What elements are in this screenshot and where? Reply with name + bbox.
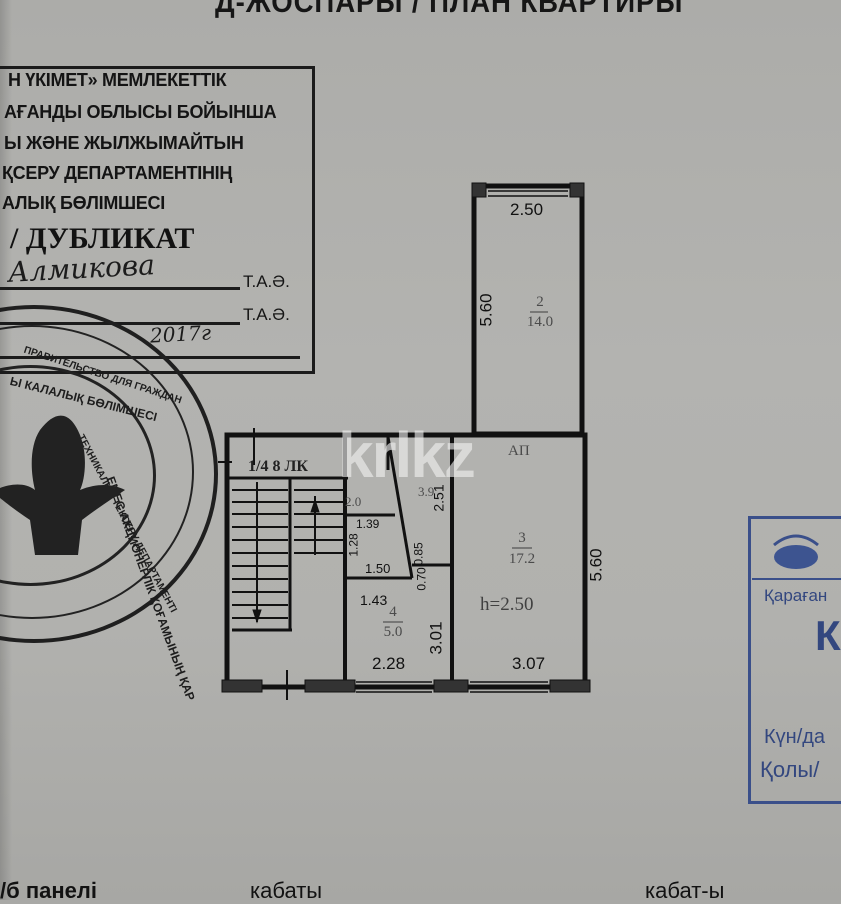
room-5-area: 3.9 xyxy=(418,484,435,499)
tulip-emblem-icon xyxy=(0,415,125,555)
blue-stamp-line-2: К xyxy=(815,612,841,659)
blue-registration-stamp xyxy=(748,516,841,804)
room-6-top-dim: 1.39 xyxy=(356,517,380,531)
signature-line-2 xyxy=(0,322,240,325)
blue-stamp-line-3: Күн/да xyxy=(764,726,826,748)
blue-stamp-line-4: Қолы/ xyxy=(760,757,820,782)
blue-stamp-divider xyxy=(752,578,841,580)
signature-line-1 xyxy=(0,287,240,290)
room-3-area: 17.2 xyxy=(508,551,536,567)
door-width-dim: 0.70 xyxy=(414,567,429,591)
document-title: Д-ЖОСПАРЫ / ПЛАН КВАРТИРЫ xyxy=(215,0,684,19)
ceiling-height-label: h=2.50 xyxy=(480,594,534,615)
room-2-length-dim: 5.60 xyxy=(476,293,496,327)
tao-label-2: Т.А.Ә. xyxy=(243,305,290,324)
stamp-line-3: Ы ЖӘНЕ ЖЫЛЖЫМАЙТЫН xyxy=(4,133,244,153)
footer-floor-label: кабаты xyxy=(250,878,323,903)
site-watermark: krlkz xyxy=(338,419,476,491)
room-4-length-dim: 3.01 xyxy=(426,621,446,655)
blue-stamp-logo-icon xyxy=(773,534,819,569)
room-4-left-dim: 1.43 xyxy=(360,592,388,608)
room-5-extra-dim: 0.85 xyxy=(411,542,426,566)
room-4-area: 5.0 xyxy=(383,624,403,640)
room-4-number: 4 xyxy=(389,604,397,620)
duplicate-label: / ДУБЛИКАТ xyxy=(10,222,195,255)
room-2-area: 14.0 xyxy=(526,314,554,330)
room-6-length-dim: 1.28 xyxy=(346,533,361,557)
stairwell-label: 1/4 8 ЛК xyxy=(248,458,308,475)
footer-floors-label: кабат-ы xyxy=(645,878,725,903)
tao-label-1: Т.А.Ә. xyxy=(243,272,290,291)
blue-stamp-line-1: Қараған xyxy=(764,586,828,605)
room-3-width-dim: 3.07 xyxy=(512,654,546,673)
room-2-number: 2 xyxy=(536,294,544,310)
room-6-width-dim: 1.50 xyxy=(365,561,391,576)
stamp-line-2: АҒАНДЫ ОБЛЫСЫ БОЙЫНША xyxy=(4,102,277,122)
room-3-number: 3 xyxy=(518,530,526,546)
room-2-width-dim: 2.50 xyxy=(510,200,544,219)
room-4-width-dim: 2.28 xyxy=(372,654,406,673)
stamp-line-4: ҚСЕРУ ДЕПАРТАМЕНТІНІҢ xyxy=(2,163,233,183)
stamp-line-1: Н ҮКІМЕТ» МЕМЛЕКЕТТІК xyxy=(8,70,227,90)
footer-panel-label: /б панелі xyxy=(0,878,97,903)
room-3-length-dim: 5.60 xyxy=(586,548,606,582)
stamp-line-5: АЛЫҚ БӨЛІМШЕСІ xyxy=(2,193,165,213)
room-6-area: 2.0 xyxy=(345,494,362,509)
balcony-note: АП xyxy=(508,443,530,459)
